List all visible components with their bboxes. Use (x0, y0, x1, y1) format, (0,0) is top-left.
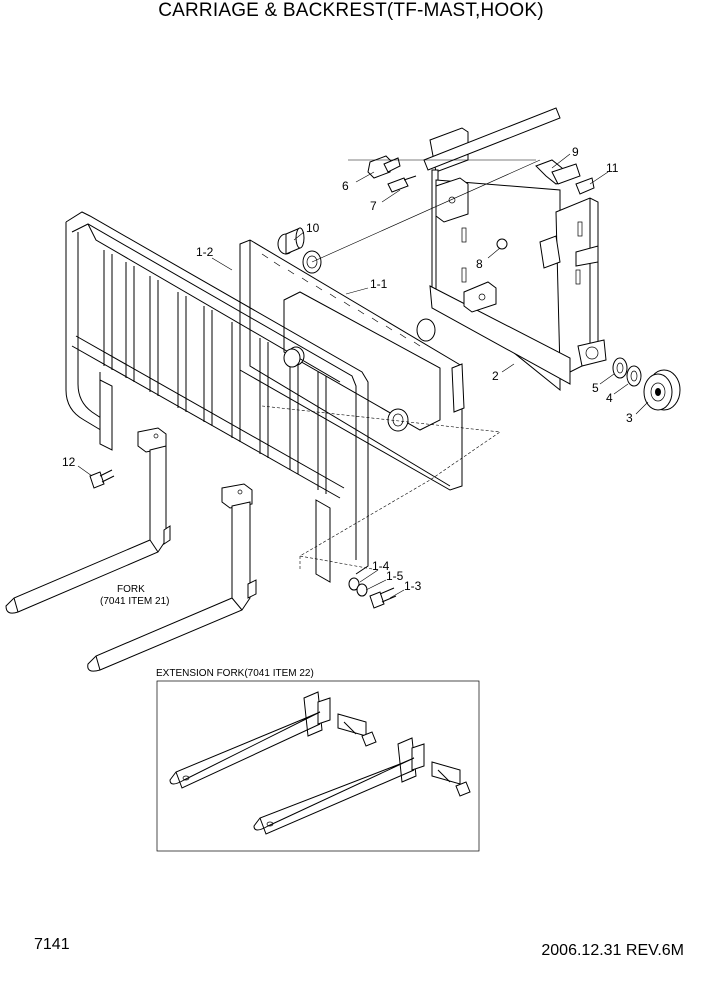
extension-fork-inset: EXTENSION FORK(7041 ITEM 22) (156, 668, 480, 852)
right-fork (87, 483, 257, 672)
revision-date: 2006.12.31 REV.6M (541, 942, 684, 959)
backrest-frame (65, 211, 369, 583)
callout-8: 8 (476, 257, 483, 271)
callout-5: 5 (592, 381, 599, 395)
callout-1-5: 1-5 (386, 569, 404, 583)
callout-2: 2 (492, 369, 499, 383)
callout-1-1: 1-1 (370, 277, 388, 291)
callout-7: 7 (370, 199, 377, 213)
carriage-frame (423, 107, 607, 392)
leader-lines (77, 153, 649, 599)
callout-10: 10 (306, 221, 320, 235)
callout-1-4: 1-4 (372, 559, 390, 573)
fork-label-ref: (7041 ITEM 21) (100, 596, 169, 607)
callout-1-3: 1-3 (404, 579, 422, 593)
hardware-parts (89, 155, 681, 609)
extension-fork-label: EXTENSION FORK(7041 ITEM 22) (156, 668, 314, 679)
callout-12: 12 (62, 455, 76, 469)
callout-1-2: 1-2 (196, 245, 214, 259)
fork-label: FORK (117, 584, 145, 595)
page-title: CARRIAGE & BACKREST(TF-MAST,HOOK) (158, 0, 544, 21)
left-fork (5, 427, 171, 614)
callout-3: 3 (626, 411, 633, 425)
backrest-plate (239, 239, 465, 491)
callout-11: 11 (606, 161, 619, 175)
page-number: 7141 (34, 936, 70, 953)
callout-6: 6 (342, 179, 349, 193)
callout-4: 4 (606, 391, 613, 405)
callout-9: 9 (572, 145, 579, 159)
